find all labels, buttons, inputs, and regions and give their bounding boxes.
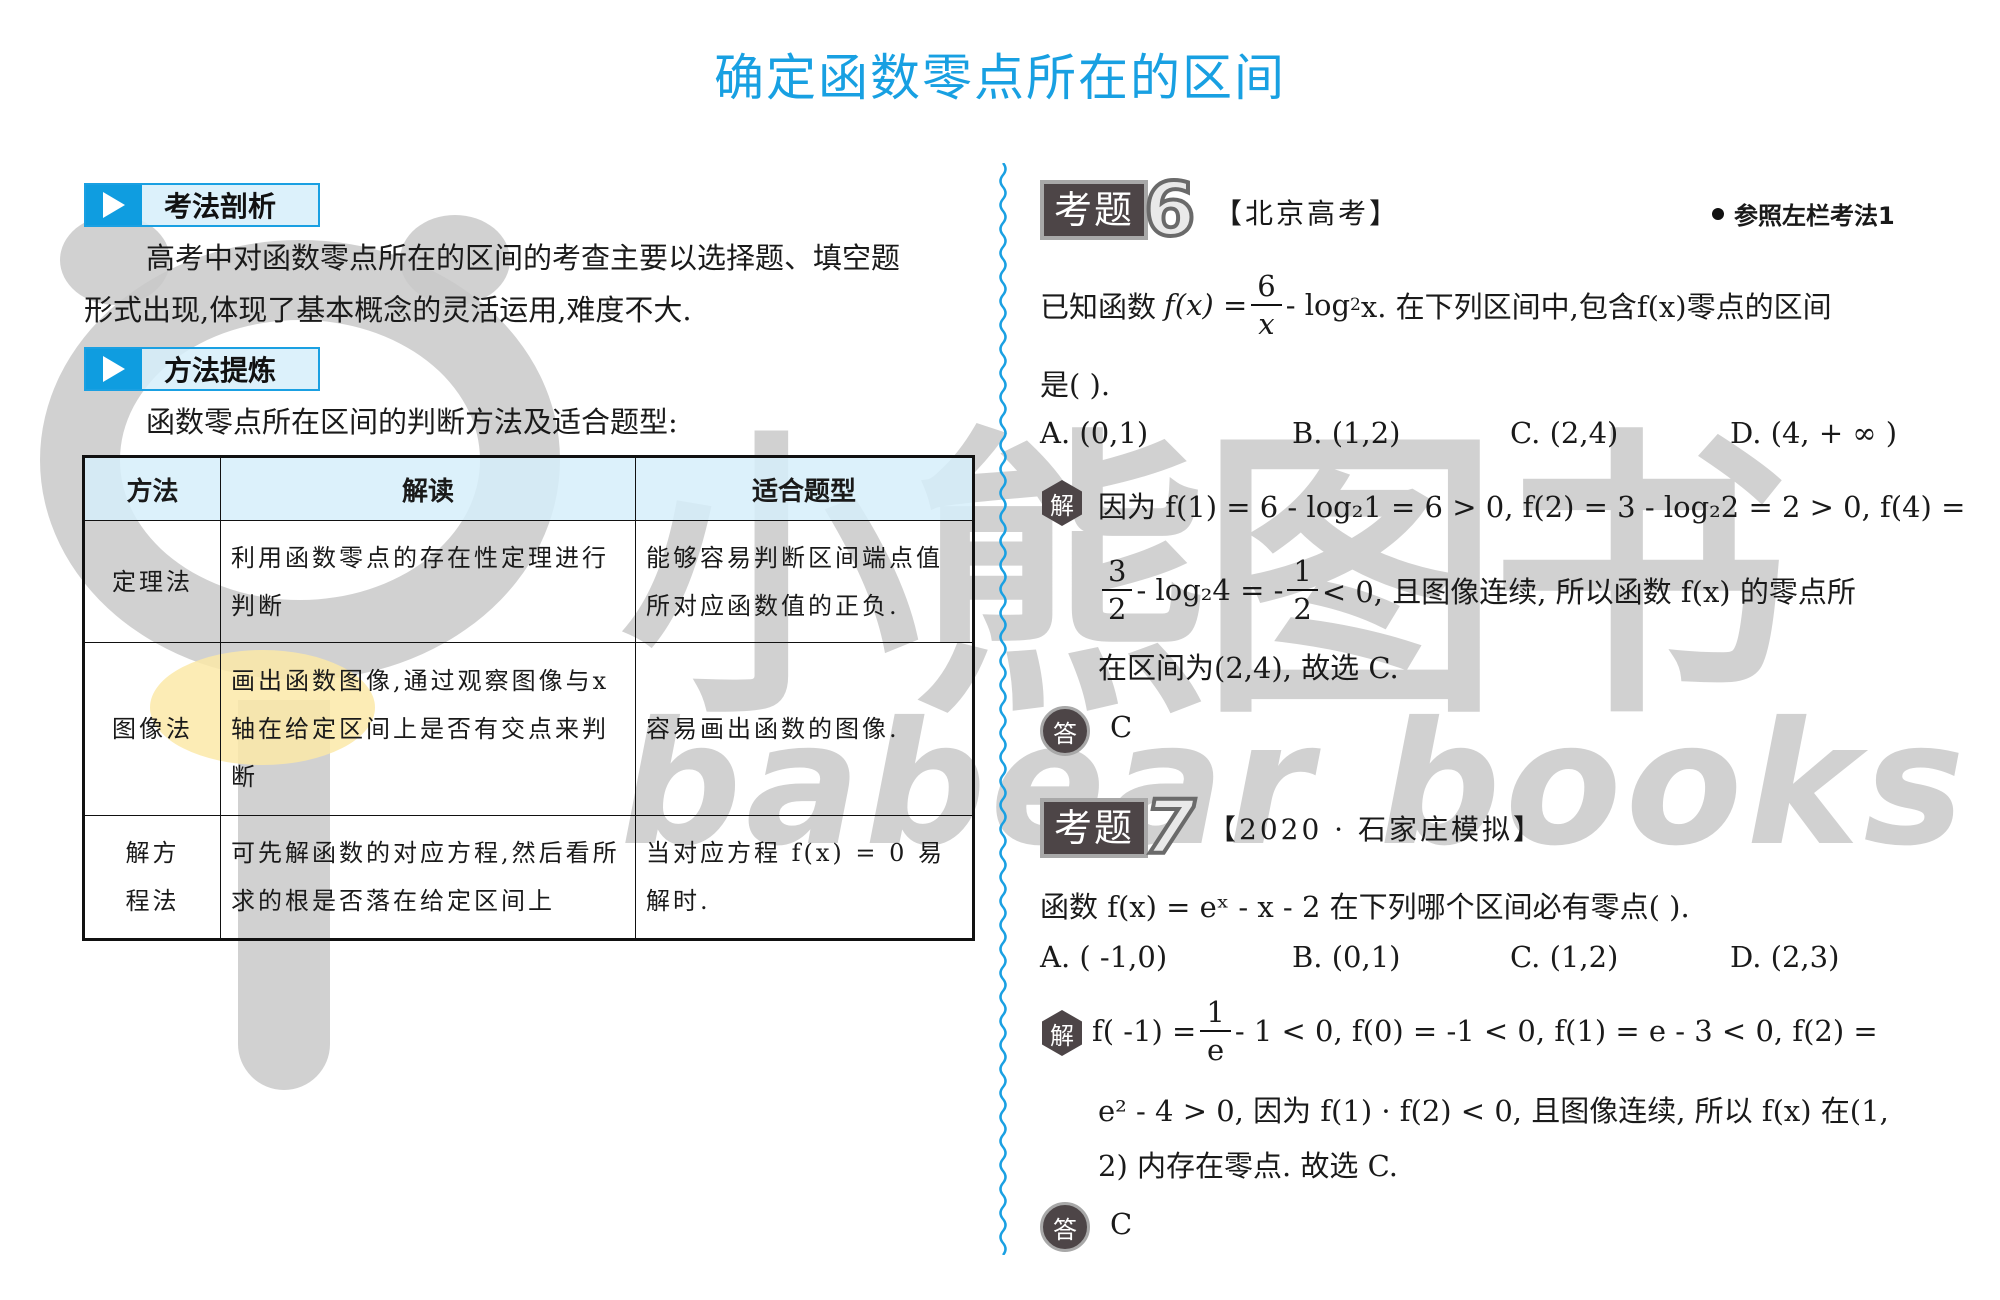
problem-badge-number: 6	[1142, 167, 1197, 253]
page-title: 确定函数零点所在的区间	[714, 49, 1286, 107]
cell-suitable: 当对应方程 f(x) = 0 易解时.	[635, 815, 974, 940]
solution-text: - 1 < 0, f(0) = -1 < 0, f(1) = e - 3 < 0…	[1234, 1014, 1878, 1048]
stem-text: x. 在下列区间中,包含f(x)零点的区间	[1360, 290, 1832, 324]
table-row: 定理法 利用函数零点的存在性定理进行判断 能够容易判断区间端点值所对应函数值的正…	[83, 520, 974, 643]
cell-explanation: 利用函数零点的存在性定理进行判断	[220, 520, 636, 643]
log-base: 2	[1350, 295, 1361, 315]
problem-6-option-b: B. (1,2)	[1292, 416, 1401, 450]
problem-7-option-c: C. (1,2)	[1510, 940, 1619, 974]
solution-icon: 解	[1042, 1010, 1082, 1056]
column-header-explanation: 解读	[220, 456, 636, 521]
fraction-denominator: 2	[1293, 592, 1312, 626]
cell-explanation: 画出函数图像,通过观察图像与x轴在给定区间上是否有交点来判断	[220, 642, 636, 816]
section-header-label: 方法提炼	[164, 354, 277, 387]
problem-7-solution-line1: f( -1) = 1 e - 1 < 0, f(0) = -1 < 0, f(1…	[1092, 994, 1878, 1068]
problem-7-stem: 函数 f(x) = eˣ - x - 2 在下列哪个区间必有零点( ).	[1040, 890, 1690, 924]
fraction-denominator: e	[1207, 1033, 1225, 1067]
problem-badge-label: 考题	[1040, 180, 1149, 240]
problem-6-solution-line3: 在区间为(2,4), 故选 C.	[1098, 651, 1399, 685]
analysis-paragraph-line2: 形式出现,体现了基本概念的灵活运用,难度不大.	[84, 293, 692, 327]
reference-text: 参照左栏考法1	[1734, 202, 1895, 230]
problem-6-option-a: A. (0,1)	[1040, 416, 1149, 450]
stem-text: 已知函数	[1040, 290, 1157, 324]
solution-text: < 0, 且图像连续, 所以函数 f(x) 的零点所	[1321, 575, 1856, 609]
section-header-methods: 方法提炼	[84, 347, 320, 391]
problem-7-option-b: B. (0,1)	[1292, 940, 1401, 974]
table-row: 图像法 画出函数图像,通过观察图像与x轴在给定区间上是否有交点来判断 容易画出函…	[83, 642, 974, 816]
column-header-suitable: 适合题型	[635, 456, 974, 521]
column-header-method: 方法	[83, 456, 221, 521]
analysis-paragraph-line1: 高考中对函数零点所在的区间的考查主要以选择题、填空题	[146, 241, 901, 275]
problem-7-option-d: D. (2,3)	[1730, 940, 1840, 974]
watermark-bear-ear-right	[400, 215, 510, 305]
problem-7-solution-line3: 2) 内存在零点. 故选 C.	[1098, 1149, 1399, 1183]
section-header-analysis: 考法剖析	[84, 183, 320, 227]
watermark-bear-ear-left	[60, 215, 170, 305]
problem-badge-label: 考题	[1040, 798, 1149, 858]
problem-7-solution-line2: e² - 4 > 0, 因为 f(1) · f(2) < 0, 且图像连续, 所…	[1098, 1094, 1889, 1128]
problem-7-option-a: A. ( -1,0)	[1040, 940, 1168, 974]
cell-method: 定理法	[83, 520, 221, 643]
fraction-numerator: 1	[1200, 994, 1231, 1032]
solution-text: - log₂4 = -	[1136, 573, 1284, 607]
problem-7-source: 【2020 · 石家庄模拟】	[1208, 813, 1544, 846]
fraction: 1 2	[1287, 553, 1318, 627]
table-header-row: 方法 解读 适合题型	[83, 456, 974, 521]
play-triangle-icon	[86, 349, 142, 389]
problem-badge-number: 7	[1142, 785, 1197, 871]
cell-suitable: 容易画出函数的图像.	[635, 642, 974, 816]
play-triangle-icon	[86, 185, 142, 225]
cell-explanation: 可先解函数的对应方程,然后看所求的根是否落在给定区间上	[220, 815, 636, 940]
stem-text: - log	[1285, 288, 1351, 322]
fraction: 1 e	[1200, 994, 1231, 1068]
problem-7-badge: 考题 7	[1040, 785, 1197, 871]
methods-table: 方法 解读 适合题型 定理法 利用函数零点的存在性定理进行判断 能够容易判断区间…	[82, 455, 975, 941]
fraction-denominator: 2	[1108, 592, 1127, 626]
problem-6-reference: 参照左栏考法1	[1712, 196, 1895, 231]
fraction-numerator: 3	[1102, 553, 1133, 591]
bullet-dot-icon	[1712, 207, 1724, 220]
problem-7-answer: C	[1110, 1207, 1133, 1241]
problem-6-source: 【北京高考】	[1214, 197, 1401, 230]
cell-method: 图像法	[83, 642, 221, 816]
fraction-numerator: 1	[1287, 553, 1318, 591]
problem-6-stem-line2: 是( ).	[1040, 368, 1111, 402]
methods-intro: 函数零点所在区间的判断方法及适合题型:	[146, 405, 678, 439]
solution-text: f( -1) =	[1092, 1014, 1197, 1048]
stem-function: f(x) =	[1164, 288, 1248, 322]
table-row: 解方程法 可先解函数的对应方程,然后看所求的根是否落在给定区间上 当对应方程 f…	[83, 815, 974, 940]
column-divider	[999, 163, 1007, 1255]
cell-suitable: 能够容易判断区间端点值所对应函数值的正负.	[635, 520, 974, 643]
problem-6-solution-line2: 3 2 - log₂4 = - 1 2 < 0, 且图像连续, 所以函数 f(x…	[1098, 553, 1856, 627]
problem-6-badge: 考题 6	[1040, 167, 1197, 253]
fraction: 6 x	[1251, 268, 1282, 342]
cell-method: 解方程法	[83, 815, 221, 940]
problem-6-option-c: C. (2,4)	[1510, 416, 1619, 450]
answer-icon: 答	[1040, 706, 1090, 756]
section-header-label: 考法剖析	[164, 190, 277, 223]
fraction-numerator: 6	[1251, 268, 1282, 306]
answer-icon: 答	[1040, 1202, 1090, 1252]
fraction-denominator: x	[1258, 307, 1275, 341]
fraction: 3 2	[1102, 553, 1133, 627]
problem-6-answer: C	[1110, 710, 1133, 744]
problem-6-option-d: D. (4, + ∞ )	[1730, 416, 1898, 450]
problem-6-solution-line1: 因为 f(1) = 6 - log₂1 = 6 > 0, f(2) = 3 - …	[1098, 490, 1966, 524]
